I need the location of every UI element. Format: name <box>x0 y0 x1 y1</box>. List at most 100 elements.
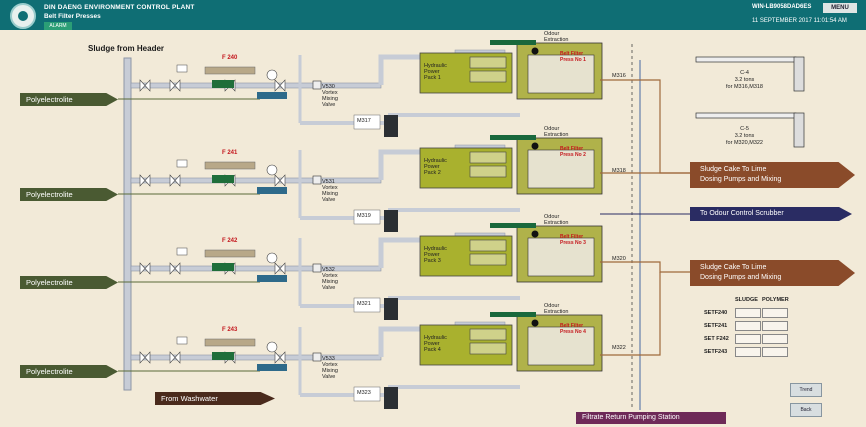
setpoint-row-label-1: SETF240 <box>704 310 728 316</box>
valve-icon <box>139 79 151 92</box>
flow-meter-4 <box>204 338 256 347</box>
belt-press-label-1: Belt Filter Press No 1 <box>560 51 586 63</box>
vortex-valve-label-3: V532 Vortex Mixing Valve <box>322 267 338 291</box>
hpu-label-3: Hydraulic Power Pack 3 <box>424 246 447 264</box>
motor-icon-4 <box>384 387 398 409</box>
press-indicator-icon <box>531 142 539 150</box>
press-display-3 <box>490 223 536 228</box>
setpoint-sludge-field-4[interactable] <box>735 347 761 357</box>
motor-tag-box-4 <box>353 386 381 402</box>
flow-meter-3 <box>204 249 256 258</box>
belt-press-label-4: Belt Filter Press No 4 <box>560 323 586 335</box>
pump-1 <box>212 80 234 88</box>
valve-icon <box>274 174 286 187</box>
motor-icon-3 <box>384 298 398 320</box>
setpoint-header-sludge: SLUDGE <box>735 297 758 303</box>
hpu-motor-a <box>469 56 507 69</box>
date-time: 11 SEPTEMBER 2017 11:01:54 AM <box>752 18 847 24</box>
wash-pipe-4 <box>300 385 520 397</box>
filtrate-label: Filtrate Return Pumping Station <box>582 414 680 421</box>
plant-name: DIN DAENG ENVIRONMENT CONTROL PLANT <box>44 4 195 11</box>
header-bar: DIN DAENG ENVIRONMENT CONTROL PLANT Belt… <box>0 0 866 30</box>
setpoint-header-polymer: POLYMER <box>762 297 789 303</box>
setpoint-polymer-field-2[interactable] <box>762 321 788 331</box>
valve-icon <box>139 174 151 187</box>
motor-label-2: M319 <box>357 213 371 219</box>
ft-box <box>176 336 188 345</box>
cake-output-label-2: Sludge Cake To Lime Dosing Pumps and Mix… <box>700 264 782 281</box>
conveyor-c5 <box>695 112 797 119</box>
polyelectrolite-input-2: Polyelectrolite <box>20 188 118 201</box>
filtrate-output: Filtrate Return Pumping Station <box>576 412 726 424</box>
vortex-valve-label-1: V530 Vortex Mixing Valve <box>322 84 338 108</box>
ft-box <box>176 159 188 168</box>
vortex-valve-icon <box>312 352 322 362</box>
conveyor-label-2: C-5 3.2 tons for M320,M322 <box>726 126 763 146</box>
wash-pipe-1 <box>300 113 520 125</box>
valve-icon <box>139 262 151 275</box>
back-button[interactable]: Back <box>790 403 822 417</box>
hpu-motor-a <box>469 239 507 252</box>
press-display-1 <box>490 40 536 45</box>
motor-icon-1 <box>384 115 398 137</box>
setpoint-row-label-3: SET F242 <box>704 336 729 342</box>
vortex-valve-icon <box>312 80 322 90</box>
setpoint-polymer-field-1[interactable] <box>762 308 788 318</box>
valve-icon <box>274 351 286 364</box>
setpoint-polymer-field-4[interactable] <box>762 347 788 357</box>
odour-label-1: Odour Extraction <box>544 31 569 43</box>
setpoint-sludge-field-3[interactable] <box>735 334 761 344</box>
alarm-button[interactable]: ALARM <box>44 22 72 30</box>
motor-icon-2 <box>384 210 398 232</box>
hpu-label-4: Hydraulic Power Pack 4 <box>424 335 447 353</box>
odour-scrubber-output: To Odour Control Scrubber <box>690 207 852 221</box>
branch-pipe-3 <box>130 265 382 272</box>
cake-line-3 <box>600 261 690 273</box>
pump-3 <box>212 263 234 271</box>
valve-icon <box>169 351 181 364</box>
motor-tag-box-3 <box>353 297 381 313</box>
vortex-valve-label-4: V533 Vortex Mixing Valve <box>322 356 338 380</box>
hpu-motor-a <box>469 328 507 341</box>
sludge-cake-output-2: Sludge Cake To Lime Dosing Pumps and Mix… <box>690 260 855 286</box>
motor-label-4: M323 <box>357 390 371 396</box>
setpoint-sludge-field-2[interactable] <box>735 321 761 331</box>
odour-output-label: To Odour Control Scrubber <box>700 210 784 217</box>
hpu-label-1: Hydraulic Power Pack 1 <box>424 63 447 81</box>
conveyor-label-1: C-4 3.2 tons for M316,M318 <box>726 70 763 90</box>
valve-icon <box>274 79 286 92</box>
flow-label-3: F 242 <box>222 238 238 244</box>
ft-box <box>176 64 188 73</box>
belt-press-body-3 <box>527 237 595 277</box>
press-motor-label-2: M318 <box>612 168 626 174</box>
plant-logo-icon <box>10 3 36 29</box>
menu-button[interactable]: MENU <box>823 3 857 13</box>
press-motor-label-1: M316 <box>612 73 626 79</box>
conveyor-c5-chute <box>793 112 805 148</box>
meter-icon <box>266 341 278 353</box>
valve-icon <box>169 174 181 187</box>
setpoint-sludge-field-1[interactable] <box>735 308 761 318</box>
conveyor-c4 <box>695 56 797 63</box>
trend-button[interactable]: Trend <box>790 383 822 397</box>
flow-display-1 <box>257 92 287 99</box>
cake-output-label-1: Sludge Cake To Lime Dosing Pumps and Mix… <box>700 166 782 183</box>
setpoint-row-label-4: SETF243 <box>704 349 728 355</box>
vortex-valve-icon <box>312 263 322 273</box>
branch-pipe-4 <box>130 354 382 361</box>
press-display-2 <box>490 135 536 140</box>
vortex-valve-label-2: V531 Vortex Mixing Valve <box>322 179 338 203</box>
flow-label-4: F 243 <box>222 327 238 333</box>
ft-box <box>176 247 188 256</box>
odour-label-4: Odour Extraction <box>544 303 569 315</box>
belt-press-label-3: Belt Filter Press No 3 <box>560 234 586 246</box>
hpu-motor-b <box>469 165 507 178</box>
polyelectrolite-input-3: Polyelectrolite <box>20 276 118 289</box>
washwater-input: From Washwater <box>155 392 275 405</box>
sludge-header-pipe <box>123 57 132 391</box>
hpu-motor-b <box>469 70 507 83</box>
odour-label-3: Odour Extraction <box>544 214 569 226</box>
valve-icon <box>169 262 181 275</box>
setpoint-polymer-field-3[interactable] <box>762 334 788 344</box>
press-motor-label-4: M322 <box>612 345 626 351</box>
